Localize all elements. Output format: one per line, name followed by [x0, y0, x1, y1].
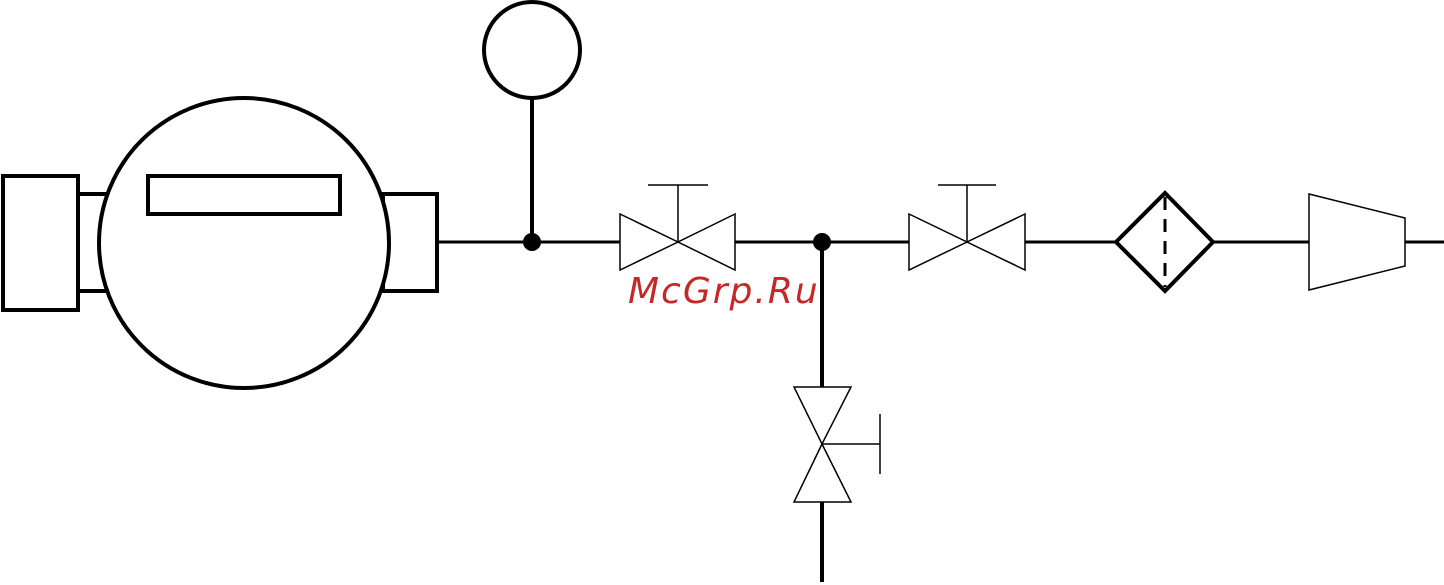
filter-icon	[1116, 193, 1213, 291]
drain-valve-icon	[794, 387, 880, 502]
junction-dot-gauge	[523, 233, 541, 251]
water-meter-icon	[3, 98, 437, 388]
shutoff-valve-1-icon	[620, 185, 735, 270]
pipe-reducer-icon	[1309, 194, 1405, 290]
pressure-gauge-icon	[484, 2, 580, 242]
watermark-text: McGrp.Ru	[628, 274, 820, 310]
shutoff-valve-2-icon	[909, 185, 1025, 270]
